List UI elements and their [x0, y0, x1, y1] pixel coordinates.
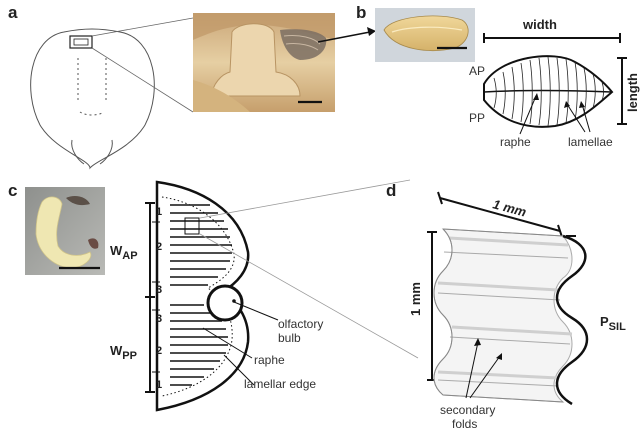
arrow-a-to-b-head [367, 27, 376, 36]
cross-section-schematic [157, 182, 248, 410]
svg-text:3: 3 [156, 313, 162, 325]
inset-box [70, 36, 92, 48]
panel-letter-a: a [8, 3, 18, 22]
ray-outline-drawing [31, 29, 155, 168]
panel-b: b width length [356, 3, 640, 149]
zoom-line-top [92, 18, 193, 36]
w-pp-label: WPP [110, 343, 137, 362]
svg-text:1: 1 [156, 379, 162, 391]
pp-section-numbers: 3 2 1 [156, 313, 162, 391]
panel-letter-c: c [8, 181, 17, 200]
lamella-schematic: AP PP raphe lamellae [469, 56, 613, 149]
olfactory-bulb-label-2: bulb [278, 331, 301, 345]
panel-d: d 1 mm 1 mm [386, 181, 626, 431]
length-label: length [625, 73, 640, 112]
pp-label: PP [469, 111, 485, 125]
zoom-line-bottom [92, 48, 193, 112]
folded-lamella-3d [434, 229, 587, 404]
panel-letter-b: b [356, 3, 366, 22]
rosette-photo [193, 13, 335, 112]
svg-text:1: 1 [156, 206, 162, 218]
lamellae-label: lamellae [568, 135, 613, 149]
svg-text:2: 2 [156, 345, 162, 357]
secondary-folds-label-2: folds [452, 417, 477, 431]
panel-c: c WAP WPP [8, 180, 418, 410]
width-label: width [522, 17, 557, 32]
raphe-label-b: raphe [500, 135, 531, 149]
p-sil-label: PSIL [600, 314, 626, 333]
lamellar-edge-label: lamellar edge [244, 377, 316, 391]
ap-label: AP [469, 64, 485, 78]
zoom-line-c-top [200, 180, 410, 218]
svg-text:3: 3 [156, 284, 162, 296]
scale-v-label: 1 mm [408, 282, 423, 316]
raphe-label-c: raphe [254, 353, 285, 367]
panel-letter-d: d [386, 181, 396, 200]
lamella-section-photo [25, 187, 105, 275]
w-ap-label: WAP [110, 243, 138, 262]
panel-a: a [8, 3, 376, 168]
inset-box-inner [74, 39, 88, 45]
olfactory-bulb-label-1: olfactory [278, 317, 323, 331]
svg-text:2: 2 [156, 241, 162, 253]
lamella-photo [375, 8, 475, 62]
secondary-folds-label-1: secondary [440, 403, 495, 417]
